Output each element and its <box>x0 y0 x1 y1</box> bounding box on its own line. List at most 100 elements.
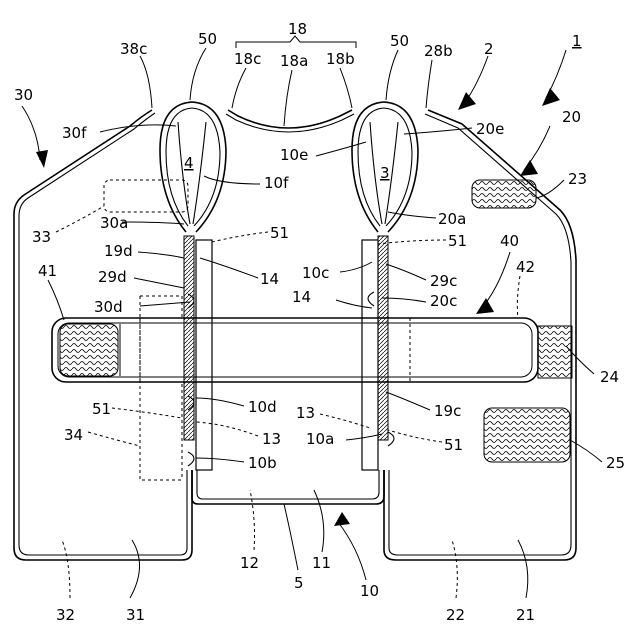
leader-25 <box>570 440 602 462</box>
label-14a: 14 <box>260 270 279 288</box>
left-loop-strap <box>178 122 190 224</box>
leader-22 <box>452 540 457 598</box>
leader-10c <box>340 262 372 272</box>
hook-pad-24 <box>538 326 572 378</box>
fastener-20c <box>368 292 374 306</box>
arrow-30 <box>36 150 48 168</box>
leader-34 <box>88 432 140 446</box>
dashed-pad-33 <box>104 180 188 212</box>
label-20c: 20c <box>430 292 457 310</box>
leader-21 <box>518 540 528 598</box>
label-10c: 10c <box>302 264 329 282</box>
leader-30a <box>122 222 184 224</box>
label-21: 21 <box>516 606 535 624</box>
label-38c: 38c <box>120 40 147 58</box>
fastener-10a <box>388 432 394 446</box>
label-10f: 10f <box>264 174 289 192</box>
label-22: 22 <box>446 606 465 624</box>
arrow-10 <box>334 512 350 526</box>
label-51c: 51 <box>92 400 111 418</box>
leader-10d <box>196 398 244 406</box>
label-24: 24 <box>600 368 619 386</box>
leader-33 <box>56 206 104 232</box>
leader-38c <box>140 56 152 108</box>
label-10: 10 <box>360 582 379 600</box>
label-2: 2 <box>484 40 494 58</box>
leader-5 <box>284 504 298 570</box>
label-50b: 50 <box>390 32 409 50</box>
label-51b: 51 <box>448 232 467 250</box>
label-51a: 51 <box>270 224 289 242</box>
label-5: 5 <box>294 574 304 592</box>
label-18a: 18a <box>280 52 308 70</box>
label-19d: 19d <box>104 242 133 260</box>
label-30f: 30f <box>62 124 87 142</box>
label-41: 41 <box>38 262 57 280</box>
label-42: 42 <box>516 258 535 276</box>
leader-29d <box>134 278 184 288</box>
label-29d: 29d <box>98 268 127 286</box>
leader-32 <box>62 540 70 598</box>
leader-20c <box>382 298 426 302</box>
neck-line <box>228 110 352 128</box>
leader-13a <box>196 422 258 436</box>
label-34: 34 <box>64 426 83 444</box>
leader-10 <box>338 522 366 580</box>
arrow-1 <box>542 88 560 106</box>
label-28b: 28b <box>424 42 453 60</box>
label-23: 23 <box>568 170 587 188</box>
label-40: 40 <box>500 232 519 250</box>
leader-18c <box>232 68 246 108</box>
label-32: 32 <box>56 606 75 624</box>
leader-51d <box>388 430 442 442</box>
belt-hook-pad-41 <box>60 324 118 376</box>
neck-line-inner <box>226 114 354 132</box>
fastener-10b <box>188 452 194 466</box>
label-25: 25 <box>606 454 625 472</box>
label-1: 1 <box>572 32 582 50</box>
leader-30f <box>100 125 176 132</box>
leader-14a <box>200 258 258 278</box>
leader-51c <box>112 408 182 418</box>
label-19c: 19c <box>434 402 461 420</box>
back-panel-bottom-inner <box>197 470 379 499</box>
arrow-2 <box>458 92 476 110</box>
label-30a: 30a <box>100 214 128 232</box>
label-10d: 10d <box>248 398 277 416</box>
left-loop-strap-b <box>193 122 206 224</box>
label-10b: 10b <box>248 454 277 472</box>
label-20: 20 <box>562 108 581 126</box>
leader-18a <box>284 70 292 126</box>
leader-31 <box>130 540 140 598</box>
leader-51a <box>212 232 268 242</box>
leader-14b <box>336 300 372 308</box>
leader-29c <box>386 264 426 280</box>
label-18b: 18b <box>326 50 355 68</box>
leader-28b <box>426 60 432 108</box>
label-3: 3 <box>380 164 390 182</box>
hook-pad-23 <box>472 180 536 208</box>
label-31: 31 <box>126 606 145 624</box>
label-14b: 14 <box>292 288 311 306</box>
hook-pad-25 <box>484 408 570 462</box>
leader-50a <box>190 48 206 100</box>
leader-19d <box>138 252 184 258</box>
label-29c: 29c <box>430 272 457 290</box>
label-4: 4 <box>184 154 194 172</box>
label-13a: 13 <box>262 430 281 448</box>
leader-18b <box>340 68 352 108</box>
belt-inner <box>58 323 532 377</box>
label-20e: 20e <box>476 120 504 138</box>
label-30: 30 <box>14 86 33 104</box>
leader-19c <box>386 392 430 410</box>
leader-23 <box>536 180 564 198</box>
leader-10b <box>196 458 244 462</box>
left-seam-band <box>196 240 212 470</box>
leader-42 <box>517 276 520 318</box>
arrow-40 <box>476 298 494 314</box>
label-33: 33 <box>32 228 51 246</box>
label-50a: 50 <box>198 30 217 48</box>
label-30d: 30d <box>94 298 123 316</box>
